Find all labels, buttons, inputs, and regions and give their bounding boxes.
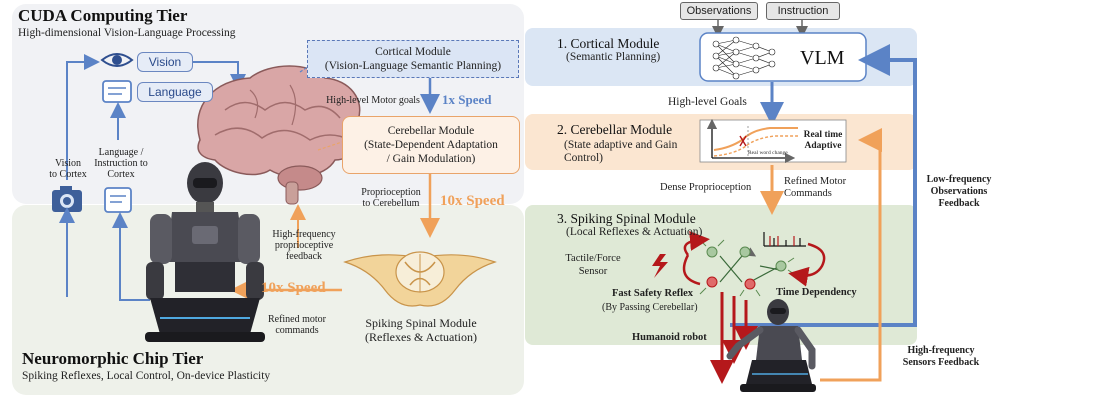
- tactile-force-sensor-label: Tactile/Force Sensor: [565, 253, 621, 277]
- proprioception-label: Proprioception to Cerebellum: [361, 187, 421, 209]
- vlm-label: VLM: [800, 47, 845, 69]
- spiking-neuron-network: [699, 239, 795, 297]
- low-frequency-feedback-label: Low-frequency Observations Feedback: [926, 174, 992, 209]
- refined-motor-commands-right-label: Refined Motor Commands: [784, 176, 847, 199]
- bypass-cerebellar-label: (By Passing Cerebellar): [602, 302, 698, 313]
- cerebellar-right-subtitle: (State adaptive and Gain Control): [564, 139, 678, 164]
- chat-icon: [102, 80, 132, 103]
- cortical-right-title: 1. Cortical Module: [557, 36, 660, 51]
- vision-label: Vision: [137, 52, 193, 72]
- camera-icon: [52, 186, 82, 212]
- humanoid-robot-right-illustration: [726, 299, 816, 392]
- time-dependency-label: Time Dependency: [776, 287, 857, 298]
- real-time-adaptive-label: Real time Adaptive: [803, 130, 843, 151]
- cerebellar-right-title: 2. Cerebellar Module: [557, 122, 673, 137]
- cuda-tier-subtitle: High-dimensional Vision-Language Process…: [18, 27, 236, 39]
- neuro-tier-title: Neuromorphic Chip Tier: [22, 349, 204, 368]
- refined-motor-commands-left-label: Refined motor commands: [267, 314, 327, 336]
- dense-proprioception-label: Dense Proprioception: [660, 182, 752, 193]
- language-to-cortex-label: Language / Instruction to Cortex: [94, 147, 148, 180]
- language-label: Language: [137, 82, 213, 102]
- high-level-goals-label: High-level Goals: [668, 96, 747, 108]
- hf-proprio-feedback-label: High-frequency proprioceptive feedback: [272, 229, 336, 262]
- spinal-cord-illustration: [343, 251, 497, 307]
- cerebellar-module-box: Cerebellar Module (State-Dependent Adapt…: [342, 116, 520, 174]
- neuro-tier-subtitle: Spiking Reflexes, Local Control, On-devi…: [22, 370, 271, 382]
- humanoid-robot-illustration: [145, 162, 265, 342]
- spinal-module-text: Spiking Spinal Module (Reflexes & Actuat…: [365, 316, 477, 344]
- humanoid-robot-label: Humanoid robot: [632, 332, 707, 343]
- vision-to-cortex-label: Vision to Cortex: [49, 158, 87, 180]
- instruction-label: Instruction: [766, 2, 840, 20]
- spinal-right-title: 3. Spiking Spinal Module: [557, 211, 696, 226]
- cortical-module-text: Cortical Module (Vision-Language Semanti…: [324, 46, 502, 72]
- real-word-change-label: Real word change: [748, 150, 788, 156]
- spike-raster-icon: [763, 232, 806, 247]
- cortical-module-box: Cortical Module (Vision-Language Semanti…: [307, 40, 519, 78]
- speed-10x-lower-label: 10x Speed: [261, 280, 326, 296]
- speed-10x-upper-label: 10x Speed: [440, 193, 505, 209]
- cerebellar-module-text: Cerebellar Module (State-Dependent Adapt…: [364, 125, 498, 165]
- spinal-band: [525, 205, 917, 345]
- spinal-right-subtitle: (Local Reflexes & Actuation): [566, 226, 703, 238]
- observations-label: Observations: [680, 2, 758, 20]
- speed-1x-label: 1x Speed: [442, 92, 492, 107]
- high-frequency-feedback-label: High-frequency Sensors Feedback: [902, 345, 980, 368]
- neural-network-icon: [712, 36, 776, 80]
- document-icon: [104, 187, 132, 213]
- eye-icon: [100, 53, 134, 67]
- cuda-tier-title: CUDA Computing Tier: [18, 6, 188, 25]
- lightning-icon: [652, 254, 668, 278]
- cortical-right-subtitle: (Semantic Planning): [566, 51, 661, 63]
- fast-safety-reflex-label: Fast Safety Reflex: [612, 288, 694, 299]
- high-level-motor-goals-label: High-level Motor goals: [326, 95, 420, 106]
